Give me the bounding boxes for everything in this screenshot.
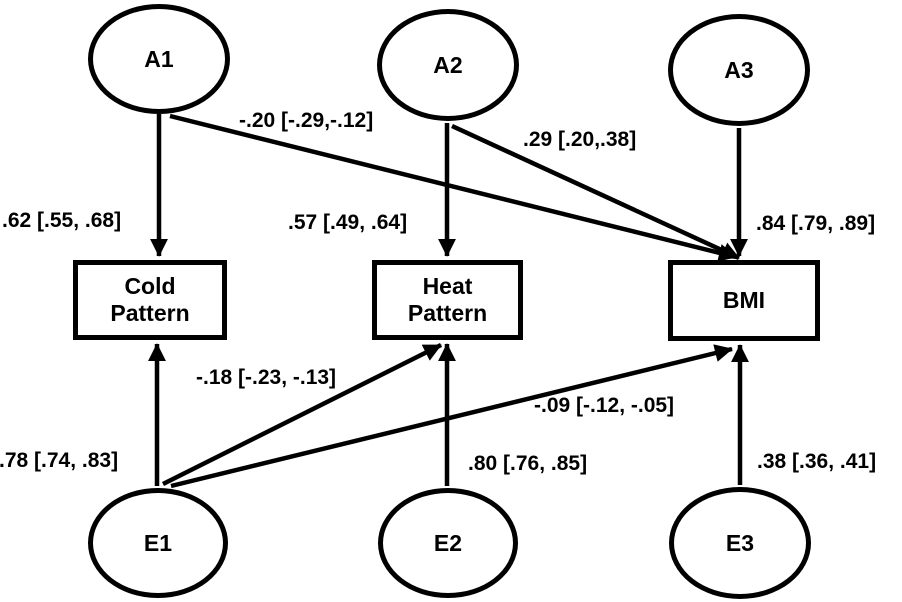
coef-e1-heat: -.18 [-.23, -.13] [196,366,337,389]
coef-e2-heat: .80 [.76, .85] [468,452,588,475]
coef-a2-bmi: .29 [.20,.38] [523,128,637,151]
node-a2: A2 [377,9,519,121]
edge-a2-to-bmi-arrow [451,123,740,261]
node-e2: E2 [378,488,518,598]
node-a3-label: A3 [724,56,754,83]
coef-a2-heat: .57 [.49, .64] [288,211,408,234]
node-bmi-label: BMI [722,286,766,313]
node-e1-label: E1 [143,529,173,556]
node-e3-label: E3 [725,529,755,556]
node-e1: E1 [88,488,228,598]
node-cold-pattern-label-line1: Cold [124,272,176,299]
node-heat-pattern-label-line1: Heat [422,272,473,299]
node-a3: A3 [668,14,810,126]
coef-e3-bmi: .38 [.36, .41] [757,450,877,473]
node-heat-pattern: Heat Pattern [372,260,523,340]
coef-a1-cold: .62 [.55, .68] [2,209,122,232]
edge-a1-to-bmi-arrow [169,113,737,262]
node-e3: E3 [669,487,811,599]
node-bmi: BMI [668,260,820,341]
coef-e1-bmi: -.09 [-.12, -.05] [534,394,675,417]
edge-e1-to-heat-arrow [161,342,443,487]
node-heat-pattern-label-line2: Pattern [407,300,488,326]
node-a2-label: A2 [433,51,463,78]
coef-a1-bmi: -.20 [-.29,-.12] [239,109,374,132]
coef-a3-bmi: .84 [.79, .89] [756,212,876,235]
node-e2-label: E2 [433,529,463,556]
edge-e1-to-bmi-arrow [170,344,733,489]
node-a1: A1 [88,4,230,114]
node-cold-pattern-label-line2: Pattern [110,300,190,326]
node-a1-label: A1 [144,45,174,72]
node-cold-pattern: Cold Pattern [73,260,227,340]
coef-e1-cold: .78 [.74, .83] [0,449,119,472]
